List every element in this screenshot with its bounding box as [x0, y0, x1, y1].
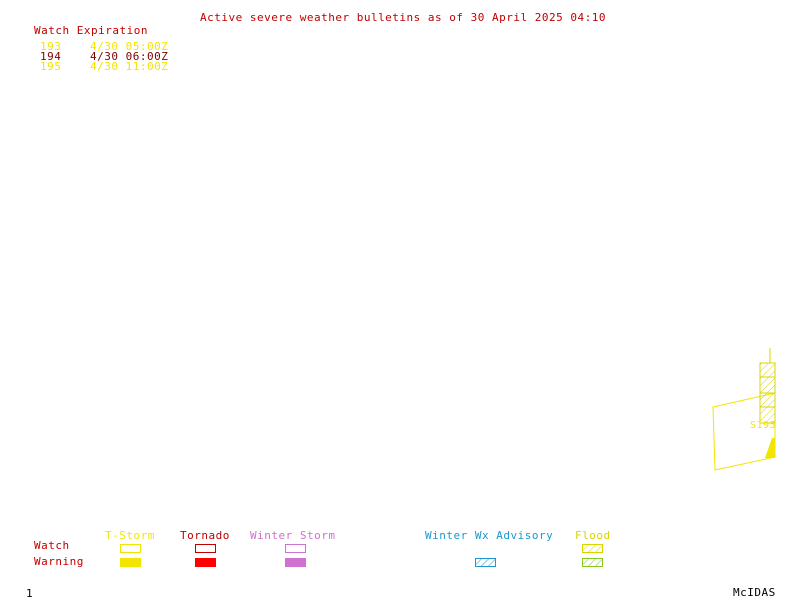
- map-watch-label: S195: [750, 420, 777, 431]
- page-title: Active severe weather bulletins as of 30…: [200, 11, 606, 24]
- list-item-watch-id: 194: [40, 50, 62, 63]
- legend-swatch-tstorm-warning: [120, 558, 141, 567]
- legend-swatch-flood-warning: [582, 558, 603, 567]
- legend-category-winter-wx-advisory: Winter Wx Advisory: [425, 529, 554, 542]
- legend-row-label-watch: Watch: [34, 539, 70, 552]
- legend-row-label-warning: Warning: [34, 555, 84, 568]
- tstorm-warning-shape: [765, 438, 775, 458]
- legend-swatch-winter-storm-watch: [285, 544, 306, 553]
- list-item-watch-expiry: 4/30 11:00Z: [90, 60, 169, 73]
- legend-category-tornado: Tornado: [180, 529, 230, 542]
- legend-swatch-winter-wx-advisory: [475, 558, 496, 567]
- list-item-watch-expiry: 4/30 05:00Z: [90, 40, 169, 53]
- watch-expiration-heading: Watch Expiration: [34, 24, 148, 37]
- legend-swatch-flood-watch: [582, 544, 603, 553]
- legend-category-tstorm: T-Storm: [105, 529, 155, 542]
- legend-category-winter-storm: Winter Storm: [250, 529, 336, 542]
- legend-category-flood: Flood: [575, 529, 611, 542]
- brand-label: McIDAS: [733, 586, 776, 599]
- legend-swatch-tornado-watch: [195, 544, 216, 553]
- page-number: 1: [26, 587, 34, 600]
- legend-swatch-tornado-warning: [195, 558, 216, 567]
- legend-swatch-winter-storm-warning: [285, 558, 306, 567]
- list-item-watch-id: 193: [40, 40, 62, 53]
- list-item-watch-id: 195: [40, 60, 62, 73]
- list-item-watch-expiry: 4/30 06:00Z: [90, 50, 169, 63]
- legend-swatch-tstorm-watch: [120, 544, 141, 553]
